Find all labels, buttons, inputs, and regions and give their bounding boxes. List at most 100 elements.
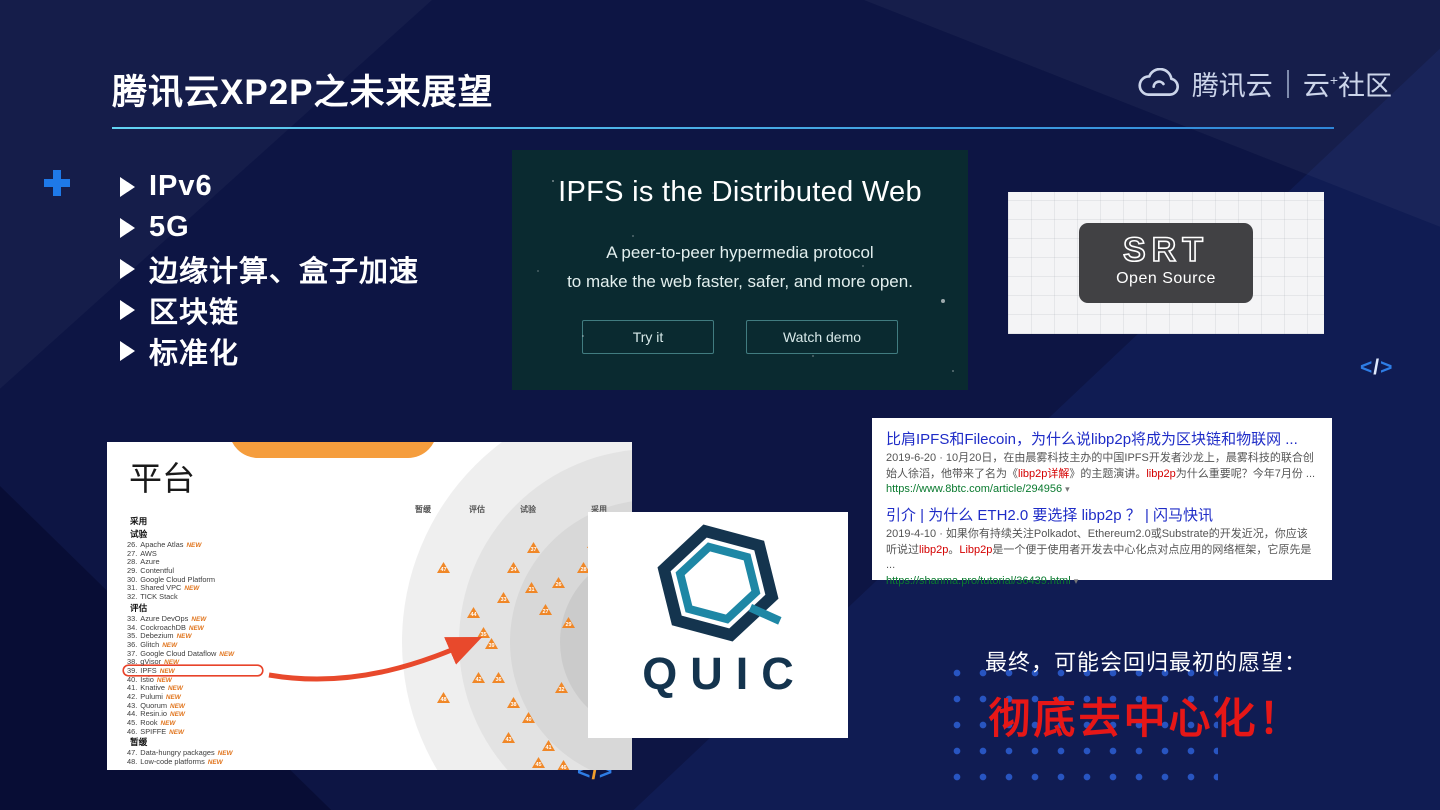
radar-item-list: 采用 试验 26. Apache Atlas NEW 27. A (127, 514, 307, 766)
radar-list-row: 暂缓 (127, 736, 307, 748)
radar-item-name: Quorum (140, 700, 167, 710)
bullet-item: 标准化 (120, 330, 419, 371)
snippet-segment: 是一个便于使用者开发去中心化点对点应用的网络框架，它原先是 ... (886, 543, 1312, 572)
closing-line1: 最终，可能会回归最初的愿望： (984, 650, 1307, 675)
radar-item-new-badge: NEW (164, 659, 180, 667)
quic-wordmark: QUIC (642, 648, 807, 699)
snippet-segment: Libp2p (959, 543, 993, 556)
radar-item-number: 38. (127, 657, 138, 667)
bullet-item: 区块链 (120, 289, 419, 330)
radar-list-row: 试验 (127, 528, 307, 540)
snippet-segment: 》的主题演讲。 (1069, 467, 1147, 480)
bullet-item: 边缘计算、盒子加速 (120, 248, 419, 289)
radar-item-name: 暂缓 (130, 737, 148, 748)
radar-markers: 2627282930313233343536373839404142434445… (107, 442, 632, 770)
radar-ring-label: 试验 (520, 505, 536, 514)
slash-glyph: / (1373, 356, 1381, 379)
snippet-segment: 。 (948, 543, 960, 556)
radar-item-new-badge: NEW (169, 702, 185, 710)
snippet-segment: libp2p详解 (1018, 467, 1070, 480)
brand-logo: 腾讯云 云+社区 (1136, 64, 1392, 103)
radar-item-number: 44. (127, 709, 138, 719)
radar-marker-triangle-icon: 32 (555, 682, 568, 693)
radar-list-row: 34. CockroachDB NEW (127, 623, 307, 632)
ipfs-heading: IPFS is the Distributed Web (558, 176, 922, 208)
radar-item-name: AWS (140, 548, 157, 558)
radar-marker-triangle-icon: 47 (437, 562, 450, 573)
radar-list-row: 35. Debezium NEW (127, 631, 307, 640)
radar-item-number: 40. (127, 674, 138, 684)
radar-list-row: 42. Pulumi NEW (127, 692, 307, 701)
radar-list-row: 采用 (127, 515, 307, 527)
radar-marker-triangle-icon: 46 (557, 760, 570, 770)
radar-item-name: Azure (140, 557, 160, 567)
srt-logo-image: SRT Open Source (1008, 192, 1324, 334)
bullet-item: 5G (120, 207, 419, 248)
radar-item-name: Debezium (140, 631, 174, 641)
radar-marker-triangle-icon: 26 (552, 577, 565, 588)
radar-item-number: 30. (127, 574, 138, 584)
radar-item-number: 37. (127, 648, 138, 658)
radar-list-row: 46. SPIFFE NEW (127, 727, 307, 736)
radar-list-row: 44. Resin.io NEW (127, 709, 307, 718)
radar-item-new-badge: NEW (191, 615, 207, 623)
url-dropdown-icon[interactable]: ▾ (1065, 484, 1070, 495)
arrow-bullet-icon (120, 258, 135, 279)
radar-item-new-badge: NEW (165, 694, 181, 701)
radar-item-name: Google Cloud Platform (140, 574, 216, 584)
brand-community-word1: 云 (1302, 71, 1330, 101)
radar-list-row: 43. Quorum NEW (127, 701, 307, 710)
brand-name: 腾讯云 (1191, 71, 1273, 101)
radar-item-new-badge: NEW (169, 711, 185, 719)
search-result-title[interactable]: 引介 | 为什么 ETH2.0 要选择 libp2p ？ | 闪马快讯 (886, 507, 1214, 525)
angle-left-glyph: < (1360, 356, 1374, 379)
srt-title: SRT (1122, 231, 1209, 269)
radar-marker-triangle-icon: 48 (437, 692, 450, 703)
brand-community: 云+社区 (1303, 64, 1392, 103)
radar-list-row: 31. Shared VPC NEW (127, 583, 307, 592)
dot-grid-decoration (952, 668, 1218, 796)
radar-list-row: 27. AWS (127, 549, 307, 558)
bullet-label: IPv6 (149, 170, 213, 202)
radar-item-number: 46. (127, 726, 138, 736)
search-result-snippet: 2019-6-20 · 10月20日，在由晨雾科技主办的中国IPFS开发者沙龙上… (886, 451, 1318, 482)
radar-marker-triangle-icon: 37 (527, 542, 540, 553)
radar-item-name: CockroachDB (140, 622, 186, 632)
url-dropdown-icon[interactable]: ▾ (1073, 576, 1079, 587)
ipfs-subtitle-line2: to make the web faster, safer, and more … (567, 272, 913, 291)
bullet-label: 标准化 (149, 337, 240, 370)
radar-item-name: TICK Stack (140, 592, 178, 602)
radar-marker-triangle-icon: 41 (542, 740, 555, 751)
search-result-url[interactable]: https://www.8btc.com/article/294956 ▾ (886, 483, 1318, 495)
radar-item-number: 28. (127, 557, 138, 567)
url-text[interactable]: https://www.8btc.com/article/294956 (886, 483, 1063, 496)
radar-marker-triangle-icon: 31 (525, 582, 538, 593)
brand-divider (1286, 69, 1289, 98)
url-text[interactable]: https://shanma.pro/tutorial/36439.html (886, 575, 1071, 588)
bullet-label: 区块链 (149, 296, 240, 329)
closing-statement: 最终，可能会回归最初的愿望： 彻底去中心化！ (950, 645, 1342, 746)
radar-item-new-badge: NEW (184, 585, 200, 593)
radar-item-name: Shared VPC (140, 583, 182, 593)
radar-list-row: 36. Glitch NEW (127, 640, 307, 649)
snippet-segment: 为什么重要呢？今年7月份 ... (1175, 467, 1316, 480)
watch-demo-button[interactable]: Watch demo (746, 320, 898, 354)
radar-item-new-badge: NEW (186, 542, 202, 549)
plus-icon (44, 170, 70, 196)
radar-marker-triangle-icon: 29 (562, 617, 575, 628)
radar-item-new-badge: NEW (169, 728, 185, 736)
search-result-title[interactable]: 比肩IPFS和Filecoin，为什么说libp2p将成为区块链和物联网 ... (886, 431, 1298, 448)
radar-list-row: 29. Contentful (127, 566, 307, 575)
snippet-segment: libp2p (919, 543, 949, 556)
radar-marker-triangle-icon: 42 (472, 672, 485, 683)
snippet-segment: 2019-4-10 · 如果你有持续关注Polkadot、Ethereum2.0… (886, 528, 1308, 556)
search-result-url[interactable]: https://shanma.pro/tutorial/36439.html ▾ (886, 575, 1318, 587)
try-it-button[interactable]: Try it (582, 320, 714, 354)
radar-item-name: Rook (140, 718, 158, 728)
radar-item-number: 29. (127, 566, 138, 576)
arrow-bullet-icon (120, 176, 135, 197)
quic-hexagon-icon (657, 524, 782, 642)
radar-item-new-badge: NEW (207, 759, 223, 767)
radar-item-new-badge: NEW (162, 641, 178, 649)
bullet-label: 5G (149, 211, 190, 243)
